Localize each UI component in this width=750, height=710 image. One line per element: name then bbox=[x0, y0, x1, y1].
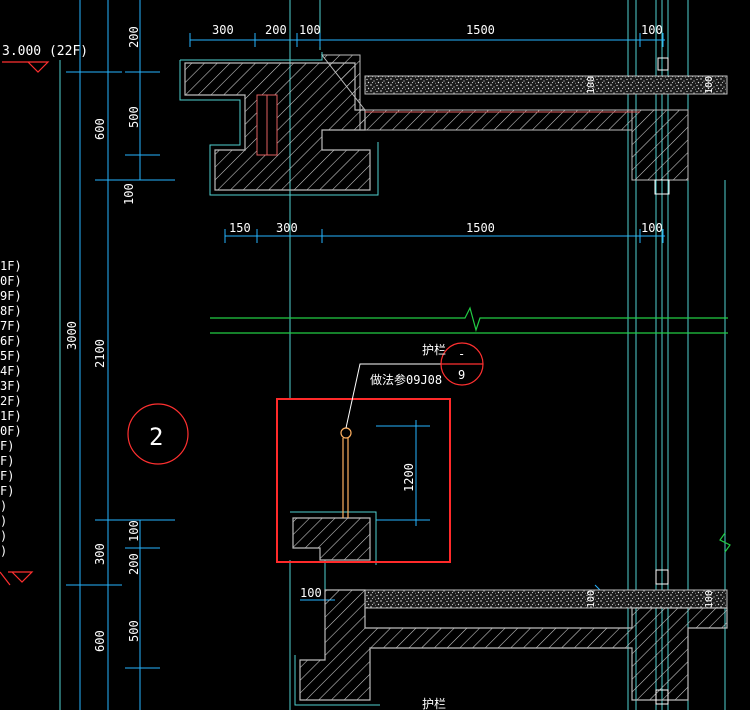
callout-title: 护栏 bbox=[422, 342, 446, 357]
callout-leader bbox=[345, 363, 464, 429]
dim-left-600-a: 600 bbox=[93, 118, 107, 140]
dim-left-200-a: 200 bbox=[127, 26, 141, 48]
section-break-line bbox=[210, 306, 731, 553]
floor-label: F) bbox=[0, 454, 14, 468]
floor-label: 0F) bbox=[0, 424, 22, 438]
upper-slab bbox=[179, 52, 728, 196]
dim-mid-3: 1500 bbox=[466, 221, 495, 235]
floor-label: ) bbox=[0, 499, 7, 513]
floor-label: 1F) bbox=[0, 259, 22, 273]
detail-bottom: 9 bbox=[458, 368, 465, 382]
dim-left-600-b: 600 bbox=[93, 630, 107, 652]
slab-label-4: 100 bbox=[704, 590, 715, 608]
lower-slab bbox=[294, 569, 728, 706]
detail-circle bbox=[440, 342, 484, 386]
axis-marker-label: 2 bbox=[149, 423, 163, 451]
dim-railing-height: 1200 bbox=[402, 463, 416, 492]
dim-left-300: 300 bbox=[93, 543, 107, 565]
elevation-marker bbox=[0, 61, 50, 586]
bottom-callout-title: 护栏 bbox=[422, 696, 446, 710]
floor-label: 9F) bbox=[0, 289, 22, 303]
floor-labels: 1F) 0F) 9F) 8F) 7F) 6F) 5F) 4F) 3F) 2F) … bbox=[0, 259, 22, 558]
railing bbox=[340, 427, 352, 518]
dim-left-3000: 3000 bbox=[65, 321, 79, 350]
dim-left-100-b: 100 bbox=[127, 520, 141, 542]
dim-top-2: 200 bbox=[265, 23, 287, 37]
floor-label: 3F) bbox=[0, 379, 22, 393]
floor-label: 0F) bbox=[0, 274, 22, 288]
floor-label: ) bbox=[0, 514, 7, 528]
axis-marker-circle bbox=[127, 403, 189, 465]
floor-label: ) bbox=[0, 544, 7, 558]
dim-top-5: 100 bbox=[641, 23, 663, 37]
dim-mid-2: 300 bbox=[276, 221, 298, 235]
dim-left-2100: 2100 bbox=[93, 339, 107, 368]
floor-label: F) bbox=[0, 439, 14, 453]
callout-note: 做法参09J08 bbox=[370, 372, 442, 387]
floor-label: 4F) bbox=[0, 364, 22, 378]
floor-label: 6F) bbox=[0, 334, 22, 348]
dim-left-500-a: 500 bbox=[127, 106, 141, 128]
dim-mid-4: 100 bbox=[641, 221, 663, 235]
detail-top: - bbox=[458, 347, 465, 361]
floor-label: ) bbox=[0, 529, 7, 543]
elevation-label: 3.000 (22F) bbox=[2, 44, 88, 59]
dim-top-3: 100 bbox=[299, 23, 321, 37]
slab-label-1: 100 bbox=[586, 76, 597, 94]
floor-label: 2F) bbox=[0, 394, 22, 408]
floor-label: F) bbox=[0, 484, 14, 498]
dim-top-4: 1500 bbox=[466, 23, 495, 37]
slab-label-3: 100 bbox=[586, 590, 597, 608]
floor-label: 1F) bbox=[0, 409, 22, 423]
dim-left-200-b: 200 bbox=[127, 553, 141, 575]
floor-label: F) bbox=[0, 469, 14, 483]
dim-mid-1: 150 bbox=[229, 221, 251, 235]
parapet bbox=[290, 511, 377, 565]
slab-label-2: 100 bbox=[704, 76, 715, 94]
highlight-box bbox=[276, 398, 451, 563]
dim-top-1: 300 bbox=[212, 23, 234, 37]
dim-left-100-a: 100 bbox=[122, 183, 136, 205]
dimension-lines bbox=[66, 0, 665, 710]
dim-bottom-100: 100 bbox=[300, 586, 322, 600]
dim-left-500-b: 500 bbox=[127, 620, 141, 642]
floor-label: 8F) bbox=[0, 304, 22, 318]
floor-label: 5F) bbox=[0, 349, 22, 363]
floor-label: 7F) bbox=[0, 319, 22, 333]
